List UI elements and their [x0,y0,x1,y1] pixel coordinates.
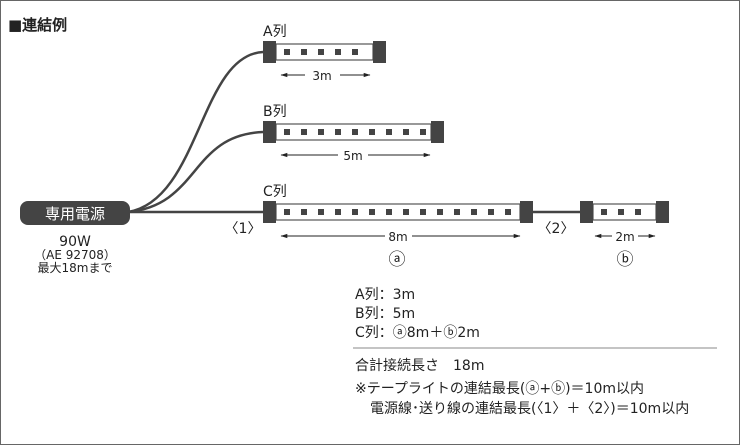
total-length: 合計接続長さ 18m [355,357,484,374]
strip-c [263,201,533,223]
led-chip [284,129,290,135]
strip-b-label: B列 [263,104,287,120]
led-chip [386,129,392,135]
led-chip [437,209,443,215]
led-chip [488,209,494,215]
led-chip [318,209,324,215]
tape-body [275,203,521,221]
power-supply: 専用電源 [20,201,130,225]
led-chip [403,209,409,215]
led-chip [454,209,460,215]
end-cap [263,41,276,63]
strip-c-label: C列 [263,184,287,200]
end-cap [580,201,593,223]
led-chip [386,209,392,215]
led-chip [420,129,426,135]
strip-b-length: 5m [343,149,362,163]
end-cap [520,201,533,223]
wire-a [127,50,264,214]
power-label: 専用電源 [45,205,105,223]
wire-b [127,130,264,214]
led-chip [284,49,290,55]
led-chip [403,129,409,135]
end-cap [263,121,276,143]
strip-a [263,41,386,63]
led-chip [420,209,426,215]
led-chip [335,209,341,215]
led-chip [318,49,324,55]
note-tape: ※テープライトの連結最長(ⓐ+ⓑ)＝10m以内 [355,381,644,397]
led-chip [352,209,358,215]
end-cap [373,41,386,63]
led-chip [505,209,511,215]
led-chip [301,49,307,55]
led-chip [369,129,375,135]
strip-d-length: 2m [615,230,634,244]
led-chip [352,49,358,55]
summary-line: A列：3m [355,287,415,303]
summary-line: B列：5m [355,306,415,322]
power-watt: 90W [59,234,91,250]
strip-c-length: 8m [388,230,407,244]
led-chip [284,209,290,215]
led-chip [352,129,358,135]
note-cable: 電源線･送り線の連結最長(〈1〉＋〈2〉)＝10m以内 [370,401,689,417]
led-chip [618,209,624,215]
led-chip [301,129,307,135]
end-cap [263,201,276,223]
led-chip [335,49,341,55]
led-chip [318,129,324,135]
led-chip [601,209,607,215]
strip-d [580,201,669,223]
led-chip [335,129,341,135]
led-chip [471,209,477,215]
segment-a-marker: ⓐ [389,250,406,270]
power-model: （AE 92708） [34,248,116,262]
cable-2-label: 〈2〉 [538,221,575,237]
diagram-title: ■連結例 [8,16,67,34]
end-cap [656,201,669,223]
strip-a-label: A列 [263,24,287,40]
strip-a-length: 3m [312,69,331,83]
led-chip [635,209,641,215]
led-chip [301,209,307,215]
tape-body [275,43,374,61]
segment-b-marker: ⓑ [617,250,634,270]
power-max: 最大18mまで [38,261,113,275]
cable-1-label: 〈1〉 [225,221,262,237]
led-chip [369,209,375,215]
strip-b [263,121,444,143]
end-cap [431,121,444,143]
summary-line: C列：ⓐ8m＋ⓑ2m [355,325,480,341]
